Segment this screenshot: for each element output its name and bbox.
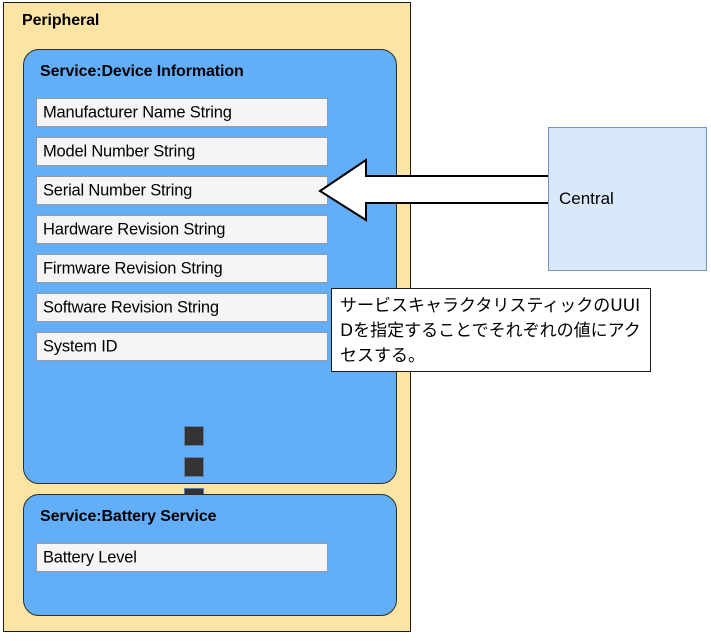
characteristic-label: Battery Level — [43, 548, 137, 566]
characteristic-item[interactable]: Serial Number String — [36, 176, 328, 205]
connection-arrow-icon — [318, 158, 554, 222]
characteristic-label: Model Number String — [43, 142, 196, 160]
characteristic-list-battery-service: Battery Level — [36, 543, 328, 582]
characteristic-list-device-information: Manufacturer Name String Model Number St… — [36, 98, 328, 371]
ellipsis-square-icon — [184, 457, 204, 477]
characteristic-item[interactable]: Firmware Revision String — [36, 254, 328, 283]
characteristic-label: Hardware Revision String — [43, 220, 226, 238]
central-label: Central — [559, 189, 614, 208]
characteristic-item[interactable]: Battery Level — [36, 543, 328, 572]
characteristic-label: System ID — [43, 337, 118, 355]
annotation-note: サービスキャラクタリスティックのUUIDを指定することでそれぞれの値にアクセスす… — [331, 288, 651, 372]
service-device-information-title: Service:Device Information — [40, 63, 244, 80]
characteristic-item[interactable]: System ID — [36, 332, 328, 361]
characteristic-item[interactable]: Hardware Revision String — [36, 215, 328, 244]
service-device-information: Service:Device Information Manufacturer … — [23, 49, 397, 508]
service-battery-service-title: Service:Battery Service — [40, 508, 217, 525]
central-container: Central — [548, 127, 707, 271]
characteristic-label: Firmware Revision String — [43, 259, 223, 277]
characteristic-label: Manufacturer Name String — [43, 103, 232, 121]
ellipsis-square-icon — [184, 426, 204, 446]
characteristic-item[interactable]: Software Revision String — [36, 293, 328, 322]
characteristic-item[interactable]: Model Number String — [36, 137, 328, 166]
characteristic-label: Serial Number String — [43, 181, 193, 199]
annotation-note-text: サービスキャラクタリスティックのUUIDを指定することでそれぞれの値にアクセスす… — [340, 296, 641, 366]
service-battery-service: Service:Battery Service Battery Level — [23, 494, 397, 616]
characteristic-item[interactable]: Manufacturer Name String — [36, 98, 328, 127]
characteristic-label: Software Revision String — [43, 298, 219, 316]
peripheral-title: Peripheral — [22, 12, 100, 29]
